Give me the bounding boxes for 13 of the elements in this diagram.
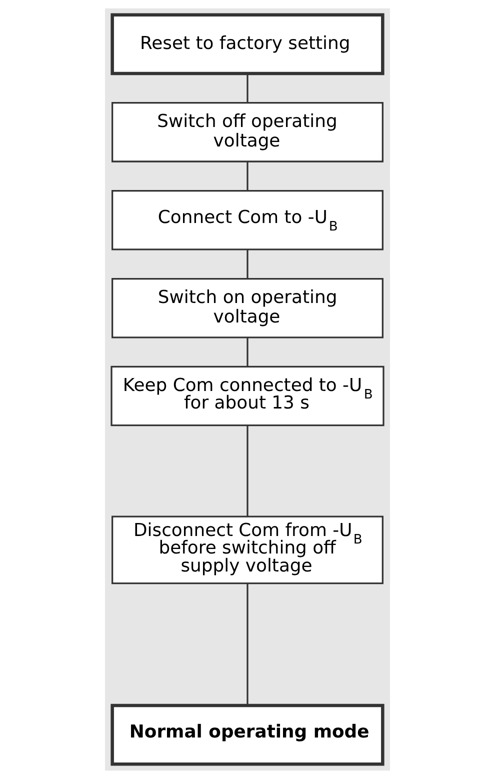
- connector: [246, 74, 248, 102]
- connector: [246, 426, 248, 516]
- connector: [246, 584, 248, 705]
- connector: [246, 250, 248, 278]
- node-box: Connect Com to -U$_{B}$: [112, 190, 384, 250]
- connector: [246, 162, 248, 190]
- node-box: Switch off operating voltage: [112, 102, 384, 162]
- node-box: Keep Com connected to -U$_{B}$ for about 13 s: [110, 366, 384, 426]
- node-box: Disconnect Com from -U$_{B}$ before switching off supply voltage: [112, 516, 384, 584]
- node-box: Reset to factory setting: [110, 13, 384, 76]
- node-box: Normal operating mode: [110, 704, 384, 766]
- node-box: Switch on operating voltage: [112, 278, 384, 338]
- connector: [246, 337, 248, 366]
